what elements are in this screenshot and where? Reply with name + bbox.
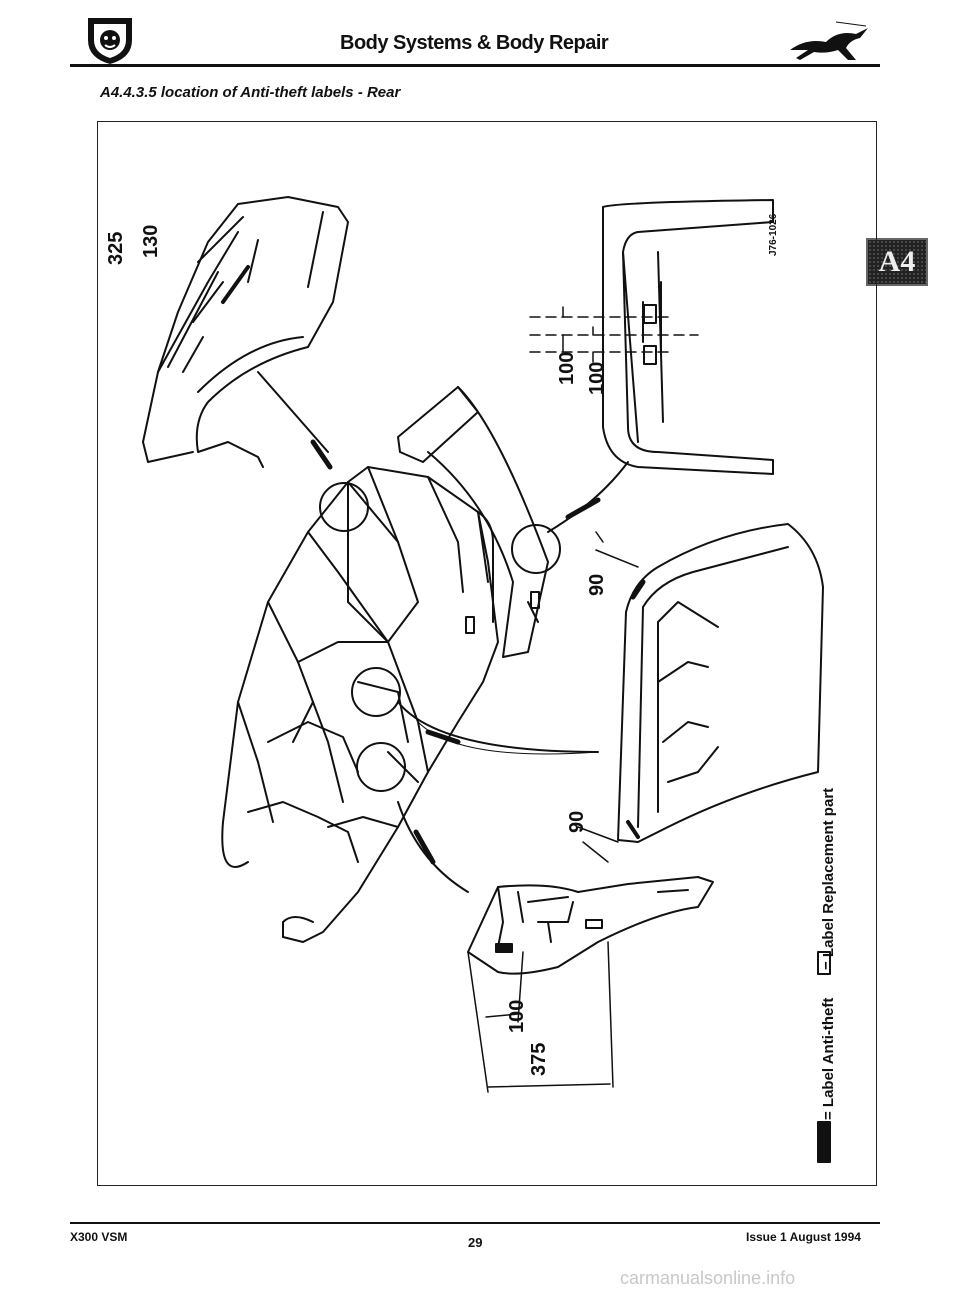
callout-circle-quarter [319,482,369,532]
leaper-logo-icon [790,21,868,60]
section-caption: A4.4.3.5 location of Anti-theft labels -… [100,84,401,101]
figure-frame [97,121,877,1186]
watermark-text: carmanualsonline.info [620,1268,796,1288]
car-body [221,466,499,943]
exploded-car-diagram [142,196,831,1163]
legend-antitheft-swatch [817,1121,831,1163]
callout-circle-lower [356,742,406,792]
callout-circle-boot [351,667,401,717]
dim-100a-label: 100 [556,351,578,385]
rear-valance-part [467,876,714,975]
dim-90a-label: 90 [586,573,608,596]
footer-page-number: 29 [468,1235,483,1250]
legend-antitheft-label: = Label Anti-theft [820,997,837,1120]
figure-ref-label: J76-1026 [768,213,779,256]
dim-130-label: 130 [140,224,162,258]
jaguar-badge-icon [88,18,132,64]
footer-issue-date: Issue 1 August 1994 [746,1230,861,1244]
dim-90b-label: 90 [566,810,588,833]
callout-circle-bumper [511,524,561,574]
dim-375-label: 375 [528,1042,550,1076]
footer-rule [70,1222,880,1224]
legend-replacement-label: = Label Replacement part [820,787,837,970]
footer-manual-code: X300 VSM [70,1230,128,1244]
legend-replacement-swatch [817,951,831,975]
boot-lid-part [602,199,774,475]
header-rule [70,64,880,67]
rear-bumper-part [397,386,549,658]
rear-quarter-panel [142,196,349,468]
boot-lid-panel [617,523,824,843]
dim-100c-label: 100 [506,999,528,1033]
dim-325-label: 325 [105,231,127,265]
dim-100b-label: 100 [586,361,608,395]
header-title: Body Systems & Body Repair [340,32,609,54]
